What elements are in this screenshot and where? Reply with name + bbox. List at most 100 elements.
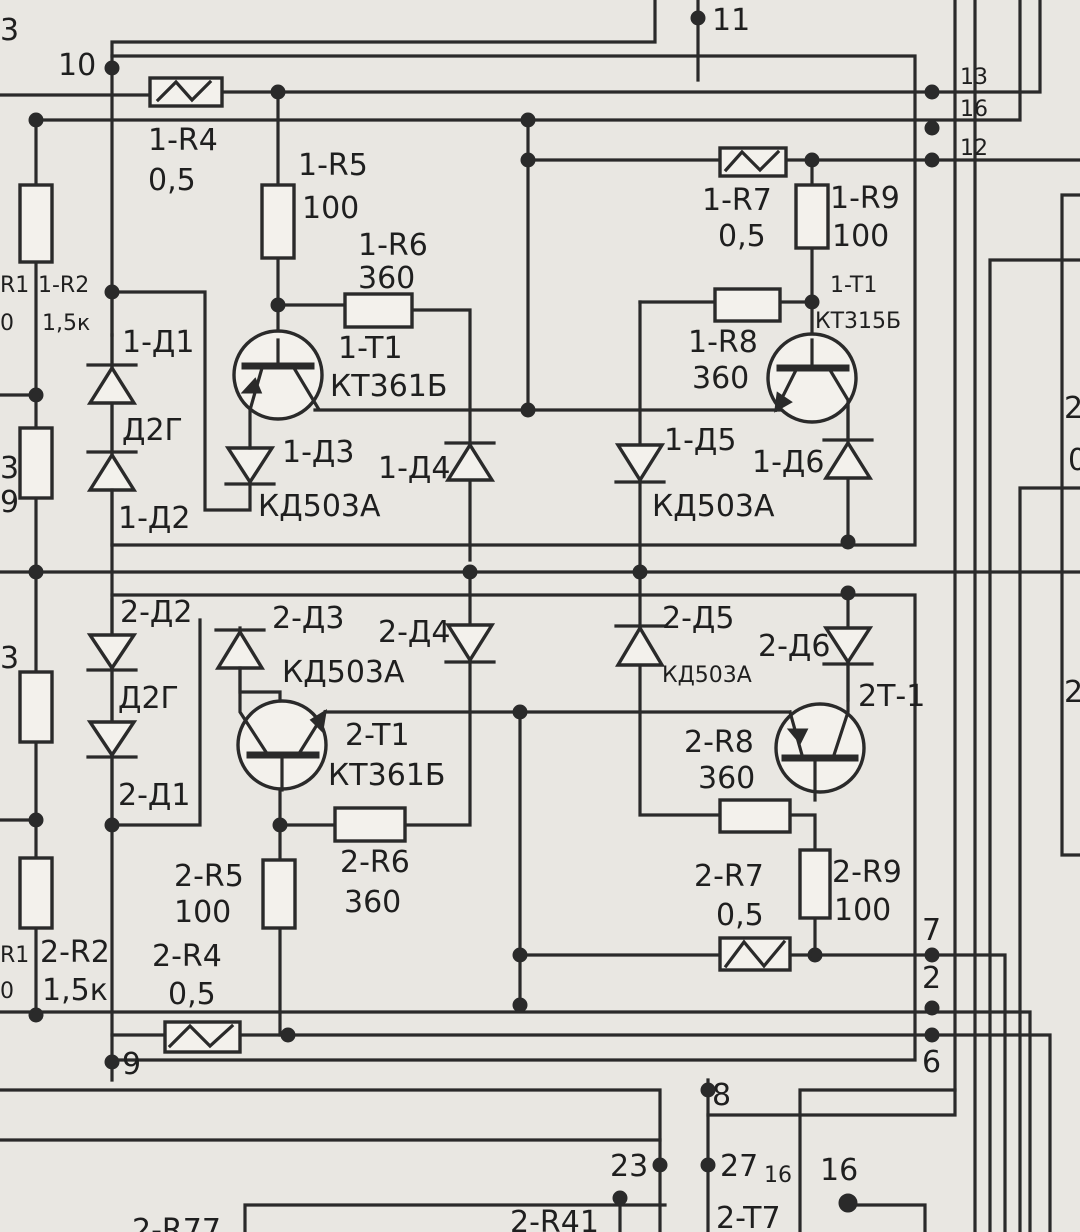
labels: 3 11 10 13 16 12 1-R4 0,5 1-R5 100 1-R6 … [0, 3, 1080, 1232]
t7-2-label: 2-T7 [716, 1201, 781, 1232]
resistor-1-r9 [794, 183, 830, 250]
resistor-1-r8 [713, 287, 782, 323]
pin-2-label: 2 [922, 961, 941, 996]
r7-1-name: 1-R7 [702, 183, 772, 218]
r2-2-name: 2-R2 [40, 935, 110, 970]
kd503a-2-label: КД503А [652, 489, 775, 524]
diode-2-d1 [86, 720, 138, 759]
r7-1-value: 0,5 [718, 219, 766, 254]
resistor-1-r6 [343, 292, 414, 329]
frag-2-right-low: 2 [1064, 675, 1080, 710]
shunt-2-r7 [718, 936, 792, 972]
frag-3-mid: 3 [0, 451, 19, 486]
d1-2-label: 2-Д1 [118, 778, 190, 813]
pin-12-label: 12 [960, 136, 988, 161]
pin-9-label: 9 [122, 1047, 141, 1082]
t1-1-right-type: КТ315Б [815, 309, 901, 334]
transistor-2-t1-right [774, 662, 866, 802]
t1-2-right-label: 2Т-1 [858, 679, 925, 714]
diode-2-d4 [444, 623, 496, 664]
r8-2-name: 2-R8 [684, 725, 754, 760]
r5-2-value: 100 [174, 895, 231, 930]
frag-9: 9 [0, 485, 19, 520]
resistor-2-r8 [718, 798, 792, 834]
d3-1-label: 1-Д3 [282, 435, 354, 470]
frag-0-low: 0 [0, 979, 14, 1004]
kd503a-1-label: КД503А [258, 489, 381, 524]
t1-1-right-name: 1-T1 [830, 273, 877, 298]
diode-1-d5 [614, 443, 666, 484]
pin-10-label: 10 [58, 48, 96, 83]
diode-2-d5 [614, 624, 666, 667]
d2-1-label: 1-Д2 [118, 501, 190, 536]
r6-1-name: 1-R6 [358, 228, 428, 263]
resistor-2-r9 [798, 848, 832, 920]
resistor-r1-top [18, 183, 54, 264]
r5-2-name: 2-R5 [174, 859, 244, 894]
r9-1-value: 100 [832, 219, 889, 254]
r5-1-name: 1-R5 [298, 148, 368, 183]
t1-1-left-name: 1-T1 [338, 331, 403, 366]
r4-2-name: 2-R4 [152, 939, 222, 974]
diode-1-d1 [86, 333, 138, 457]
frag-0-right: 0 [1068, 443, 1080, 478]
kd503a-4-label: КД503А [662, 663, 752, 688]
r5-1-value: 100 [302, 191, 359, 226]
diode-1-d6 [822, 438, 874, 480]
t1-2-left-name: 2-T1 [345, 718, 410, 753]
r6-2-value: 360 [344, 885, 401, 920]
r7-2-value: 0,5 [716, 898, 764, 933]
diode-1-d2 [86, 450, 138, 547]
r4-2-value: 0,5 [168, 977, 216, 1012]
shunt-resistors [148, 76, 792, 1054]
d2-2-label: 2-Д2 [120, 595, 192, 630]
d5-2-label: 2-Д5 [662, 601, 734, 636]
resistors [18, 183, 832, 930]
r6-2-name: 2-R6 [340, 845, 410, 880]
d4-1-label: 1-Д4 [378, 451, 450, 486]
t1-2-left-type: КТ361Б [328, 758, 445, 793]
frag-3-top: 3 [0, 13, 19, 48]
transistor-2-t1-left [236, 666, 328, 792]
frag-3-low: 3 [0, 641, 19, 676]
r4-1-value: 0,5 [148, 163, 196, 198]
transistors [232, 329, 866, 802]
junctions [28, 10, 940, 1213]
d4-2-label: 2-Д4 [378, 615, 450, 650]
pin-16-label: 16 [960, 97, 988, 122]
r1-fragment-low: R1 [0, 943, 29, 968]
resistor-r3-mid [18, 426, 54, 500]
bottom-fragment: 2-R77 [132, 1213, 221, 1232]
resistor-r3-low [18, 670, 54, 744]
r8-2-value: 360 [698, 761, 755, 796]
shunt-1-r7 [718, 146, 788, 178]
r2-1-value: 1,5к [42, 311, 90, 336]
pin-8-label: 8 [712, 1078, 731, 1113]
d6-1-label: 1-Д6 [752, 445, 824, 480]
diode-2-d3 [214, 628, 266, 670]
d2g-2-label: Д2Г [118, 681, 179, 716]
transistor-1-t1-right [766, 332, 858, 442]
r9-2-value: 100 [834, 893, 891, 928]
pin-11-label: 11 [712, 3, 750, 38]
pin-16-b-label: 16 [820, 1153, 858, 1188]
t1-1-left-type: КТ361Б [330, 369, 447, 404]
resistor-1-r5 [260, 183, 296, 260]
diode-2-d2 [86, 598, 138, 827]
r6-1-value: 360 [358, 261, 415, 296]
pin-23-label: 23 [610, 1149, 648, 1184]
d1-1-label: 1-Д1 [122, 325, 194, 360]
r1-fragment: R1 [0, 273, 29, 298]
d5-1-label: 1-Д5 [664, 423, 736, 458]
shunt-2-r4 [163, 1020, 242, 1054]
resistor-2-r5 [261, 858, 297, 930]
diode-2-d6 [822, 626, 874, 666]
r2-2-value: 1,5к [42, 973, 108, 1008]
transistor-1-t1-left [232, 329, 324, 450]
kd503a-3-label: КД503А [282, 655, 405, 690]
r7-2-name: 2-R7 [694, 859, 764, 894]
d2g-1-label: Д2Г [122, 413, 183, 448]
pin-6-label: 6 [922, 1045, 941, 1080]
frag-0: 0 [0, 311, 14, 336]
